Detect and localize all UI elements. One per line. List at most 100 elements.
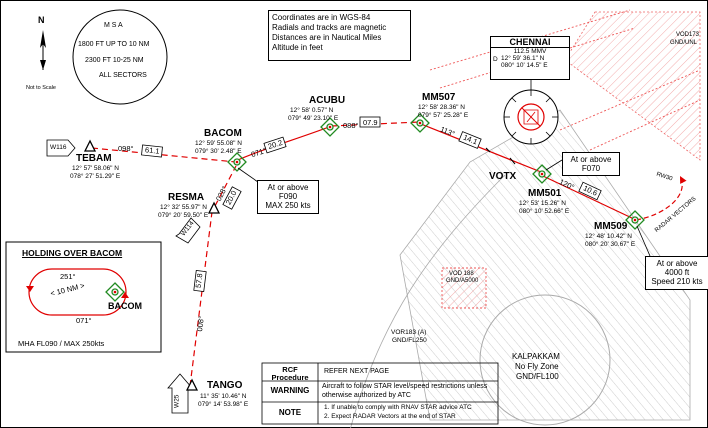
vod188-label2: GND/A5000 [446, 278, 479, 284]
rcf-text: REFER NEXT PAGE [324, 368, 390, 375]
tango-lat: 11° 35' 10.46" N [200, 393, 247, 400]
holding-pattern [26, 268, 129, 316]
kalpakkam-label2: No Fly Zone [515, 362, 559, 371]
mm501-lon: 080° 10' 52.66" E [519, 208, 570, 215]
dist-tebam-bacom: 61.1 [144, 145, 161, 156]
mm509-restriction: At or above 4000 ft Speed 210 kts [645, 256, 708, 290]
not-to-scale: Not to Scale [26, 85, 56, 91]
bacom-restr-line2: F090 [278, 192, 298, 202]
tango-triangle-icon [185, 378, 199, 391]
acubu-label: ACUBU [309, 95, 346, 106]
kalpakkam-label3: GND/FL100 [516, 372, 559, 381]
tebam-lat: 12° 57' 58.06" N [72, 165, 119, 172]
resma-triangle-icon [207, 201, 221, 214]
w116-arrow-icon [46, 139, 76, 157]
vod173-area [564, 11, 701, 161]
acubu-lat: 12° 58' 0.57" N [290, 107, 334, 114]
vor183-label1: VOR183 (A) [391, 329, 427, 336]
mm509-restr-line3: Speed 210 kts [651, 277, 703, 287]
w25-arrow-icon [167, 373, 193, 414]
msa-circle [72, 9, 168, 105]
note-text2: 2. Expect RADAR Vectors at the end of ST… [324, 413, 456, 420]
holding-outbound: 071° [76, 316, 92, 325]
leg-tango-resma [189, 211, 213, 387]
vor183-label2: GND/FL250 [392, 337, 427, 344]
notes-line4: Altitude in feet [272, 43, 323, 52]
vod173-label1: VOD173 [676, 32, 700, 38]
radar-vectors-path [635, 175, 687, 221]
leg-mm507-mm501 [420, 123, 542, 173]
notes-line2: Radials and tracks are magnetic [272, 23, 387, 32]
mm501-restr-line1: At or above [570, 155, 612, 164]
mm501-restr-line2: F070 [581, 164, 601, 174]
holding-inbound: 251° [60, 272, 76, 281]
mm501-lat: 12° 53' 15.26" N [519, 200, 566, 207]
mm501-restriction: At or above F070 [562, 152, 620, 177]
bacom-restriction: At or above F090 MAX 250 kts [257, 180, 319, 214]
north-arrow-icon [40, 30, 46, 70]
msa-line3: ALL SECTORS [99, 72, 147, 79]
holding-fix-label: BACOM [108, 301, 142, 311]
w114-arrow-icon [175, 217, 201, 244]
tebam-label: TEBAM [76, 153, 112, 164]
notes-box: Coordinates are in WGS-84 Radials and tr… [268, 10, 411, 61]
note-label: NOTE [278, 408, 302, 417]
mm501-label: MM501 [528, 188, 562, 199]
navaid-freq: 112.5 MMV [513, 48, 547, 55]
leg-mm501-mm509 [542, 175, 635, 220]
msa-line2: 2300 FT 10-25 NM [85, 57, 144, 64]
bacom-lon: 079° 30' 2.48" E [195, 148, 242, 155]
notes-line3: Distances are in Nautical Miles [272, 33, 382, 42]
mm509-restr-line2: 4000 ft [664, 268, 690, 278]
vor183-area [399, 109, 691, 421]
w25-label: W25 [173, 394, 181, 408]
bacom-restr-line3: MAX 250 kts [265, 201, 311, 211]
bacom-restr-line1: At or above [267, 183, 309, 192]
dist-tango-resma: 57.8 [193, 272, 205, 289]
mm509-lat: 12° 48' 10.42" N [585, 233, 632, 240]
mm509-label: MM509 [594, 221, 628, 232]
bacom-label: BACOM [204, 128, 242, 139]
leg-resma-bacom [214, 165, 237, 207]
note-text1: 1. If unable to comply with RNAV STAR ad… [324, 404, 472, 411]
mm507-lon: 079° 57' 25.28" E [418, 112, 469, 119]
track-tango-resma: 008° [195, 315, 206, 332]
warning-label: WARNING [270, 386, 310, 395]
votx-flyby-icon [485, 147, 491, 153]
acubu-fix-icon [320, 117, 340, 137]
rcf-label: RCF Procedure [271, 365, 309, 383]
mm507-lat: 12° 58' 28.36" N [418, 104, 465, 111]
notes-line1: Coordinates are in WGS-84 [272, 13, 371, 22]
holding-title: HOLDING OVER BACOM [22, 248, 123, 258]
navaid-lat: 12° 59' 36.1" N [501, 55, 545, 62]
votx-label: VOTX [489, 171, 517, 182]
resma-lon: 079° 20' 59.50" E [158, 212, 209, 219]
vod188-area [441, 267, 487, 309]
bacom-lat: 12° 59' 55.08" N [195, 140, 242, 147]
vod188-label1: VOD 188 [449, 271, 474, 277]
bacom-fix-icon [227, 152, 247, 172]
route-legs [91, 121, 687, 387]
tango-label: TANGO [207, 380, 243, 391]
msa-title: M S A [104, 22, 123, 29]
kalpakkam-label1: KALPAKKAM [512, 352, 560, 361]
w116-label: W116 [50, 144, 67, 151]
holding-box [5, 241, 162, 353]
resma-label: RESMA [168, 192, 205, 203]
north-label: N [38, 15, 45, 25]
acubu-lon: 079° 49' 23.10" E [288, 115, 339, 122]
vor183-boundary [350, 174, 506, 428]
chennai-vor-icon [503, 64, 559, 145]
vod173-label2: GND/UNL [670, 40, 698, 46]
track-tebam-bacom: 098° [118, 144, 134, 153]
navaid-d: D [493, 56, 498, 63]
info-table-grid [261, 362, 499, 425]
mm501-fix-icon [532, 164, 552, 184]
mm507-label: MM507 [422, 92, 456, 103]
mm509-restr-line1: At or above [656, 259, 698, 268]
resma-lat: 12° 32' 55.97" N [160, 204, 207, 211]
navaid-lon: 080° 10' 14.5" E [501, 62, 548, 69]
msa-line1: 1800 FT UP TO 10 NM [78, 41, 150, 48]
